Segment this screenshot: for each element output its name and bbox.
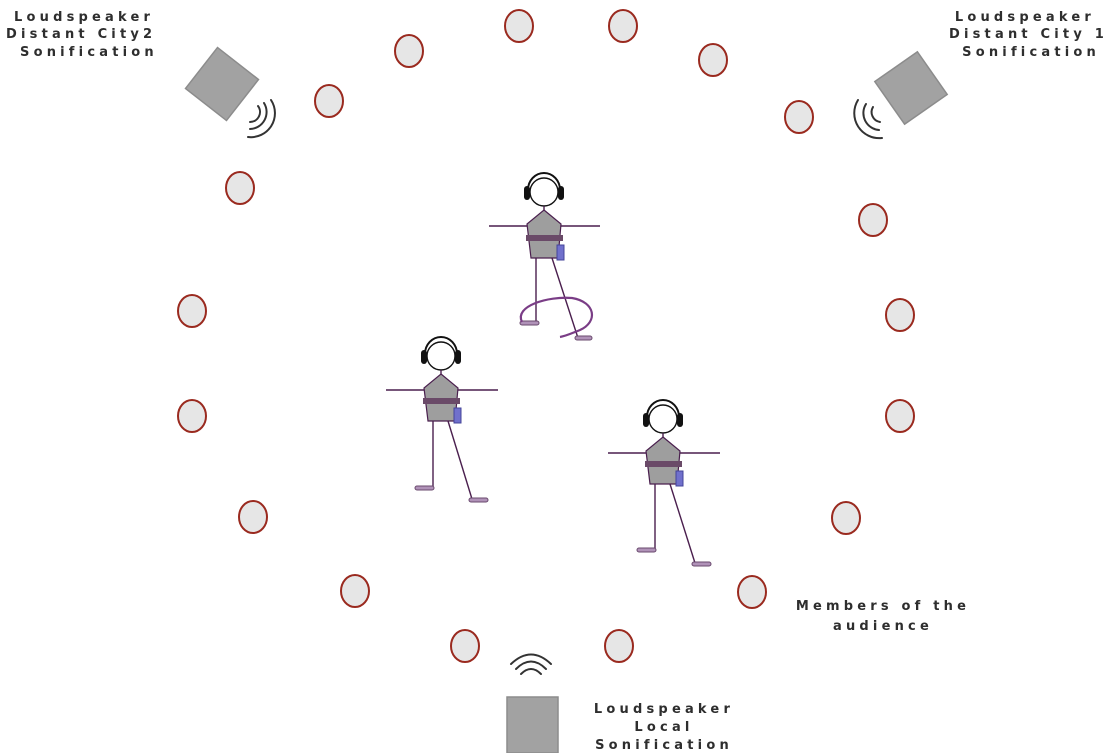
loudspeaker-icon [184, 46, 260, 122]
audience-member [225, 171, 255, 205]
sound-waves-icon [510, 653, 552, 675]
performer-torso [645, 436, 681, 485]
audience-member [604, 629, 634, 663]
label-audience: Members of the audience [796, 599, 970, 634]
label-line: Members of the [796, 599, 970, 614]
label-line: Sonification [20, 45, 158, 60]
loudspeaker-local [506, 653, 559, 753]
label-line: Sonification [595, 738, 733, 753]
label-line: Local [634, 720, 693, 735]
audience-member [340, 574, 370, 608]
audience-member [450, 629, 480, 663]
performer-torso [526, 209, 562, 259]
label-line: audience [833, 619, 933, 634]
headphones-icon [424, 336, 458, 355]
label-line: Sonification [962, 45, 1100, 60]
audience-member [177, 399, 207, 433]
rotation-arrow-icon [519, 296, 594, 339]
phone-device-icon [675, 470, 684, 487]
performer-head [529, 177, 559, 207]
audience-member [504, 9, 534, 43]
performer-left [386, 336, 498, 503]
audience-member [885, 399, 915, 433]
audience-member [737, 575, 767, 609]
label-speaker-local: Loudspeaker Local Sonification [594, 702, 734, 753]
audience-member [314, 84, 344, 118]
performer-torso [423, 373, 459, 422]
audience-member [238, 500, 268, 534]
label-line: Distant City 1 [949, 27, 1108, 42]
label-line: Distant City2 [6, 27, 156, 42]
sound-waves-icon [853, 99, 883, 140]
sound-waves-icon [247, 99, 276, 139]
audience-member [608, 9, 638, 43]
phone-device-icon [556, 244, 565, 261]
loudspeaker-icon [506, 696, 559, 753]
loudspeaker-distant-city1 [853, 50, 949, 140]
headphones-icon [527, 172, 561, 191]
label-speaker-city2: Loudspeaker Distant City2 Sonification [6, 10, 158, 60]
audience-member [885, 298, 915, 332]
label-speaker-city1: Loudspeaker Distant City 1 Sonification [949, 10, 1108, 60]
audience-ring [177, 9, 915, 663]
performer-head [426, 341, 456, 371]
audience-member [177, 294, 207, 328]
audience-member [831, 501, 861, 535]
label-line: Loudspeaker [594, 702, 734, 717]
audience-member [858, 203, 888, 237]
loudspeaker-icon [873, 50, 949, 126]
performer-top [489, 172, 600, 341]
performer-head [648, 404, 678, 434]
audience-member [784, 100, 814, 134]
loudspeaker-distant-city2 [184, 46, 276, 139]
audience-member [698, 43, 728, 77]
label-line: Loudspeaker [14, 10, 154, 25]
headphones-icon [646, 399, 680, 418]
audience-member [394, 34, 424, 68]
phone-device-icon [453, 407, 462, 424]
performer-right [608, 399, 720, 567]
label-line: Loudspeaker [955, 10, 1095, 25]
